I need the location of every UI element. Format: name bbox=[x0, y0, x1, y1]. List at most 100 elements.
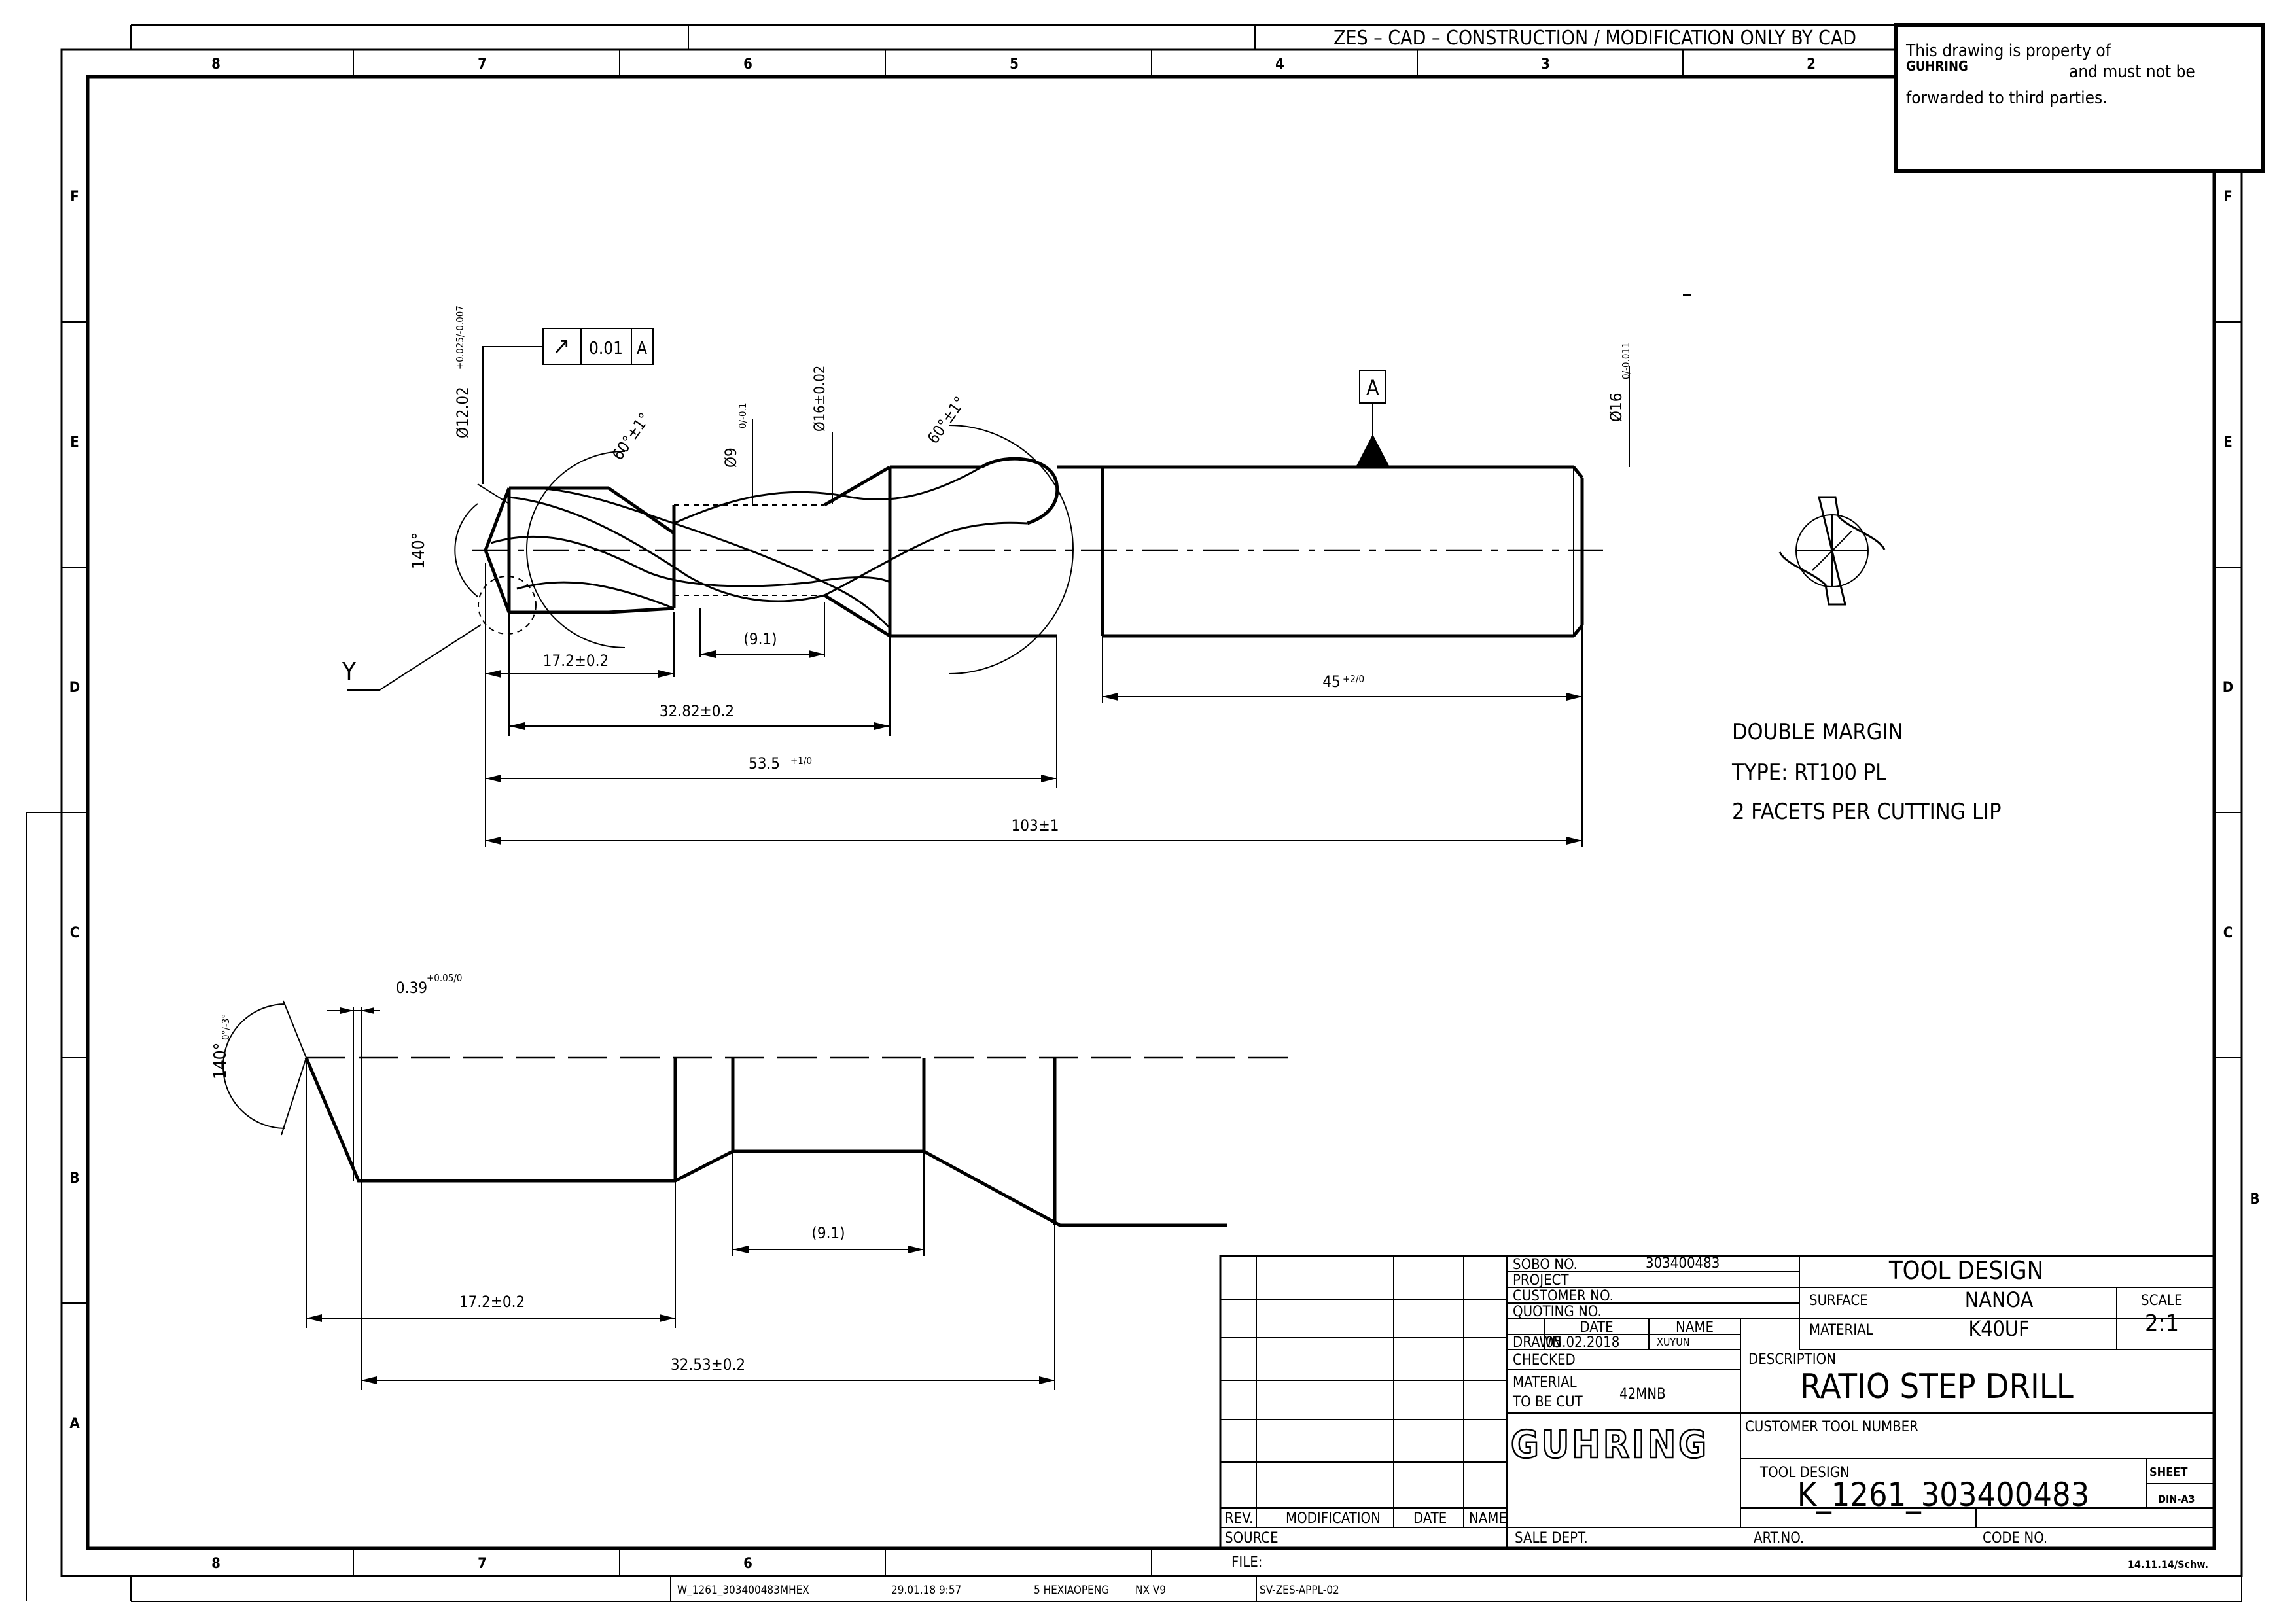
row-label-right-d: D bbox=[2223, 680, 2233, 696]
footer-template: SV-ZES-APPL-02 bbox=[1260, 1584, 1339, 1597]
dim-d9-tol: 0/-0.1 bbox=[737, 403, 749, 428]
row-label-right-e: E bbox=[2223, 434, 2233, 451]
material-value: K40UF bbox=[1968, 1316, 2029, 1341]
dim-45: 45 bbox=[1322, 672, 1340, 691]
datum-triangle bbox=[1356, 434, 1390, 467]
col-label-bottom-8: 8 bbox=[211, 1556, 221, 1572]
drawn-label: DRAWN bbox=[1513, 1335, 1562, 1351]
material-cut-value: 42MNB bbox=[1619, 1386, 1666, 1403]
angle-60-left: 60°±1° bbox=[609, 410, 654, 463]
quoting-no-label: QUOTING NO. bbox=[1513, 1304, 1602, 1320]
tool-design-title: TOOL DESIGN bbox=[1888, 1256, 2043, 1285]
cad-note: ZES – CAD – CONSTRUCTION / MODIFICATION … bbox=[1333, 27, 1856, 50]
row-label-d: D bbox=[69, 680, 80, 696]
name-header: NAME bbox=[1676, 1319, 1714, 1336]
dim-d16-step: Ø16±0.02 bbox=[812, 366, 828, 432]
runout-datum: A bbox=[637, 339, 647, 358]
customer-no-label: CUSTOMER NO. bbox=[1513, 1288, 1614, 1304]
row-label-right-b: B bbox=[2250, 1191, 2259, 1208]
col-label-6: 6 bbox=[743, 56, 752, 73]
dim-d16-shank-tol: 0/-0.011 bbox=[1620, 342, 1632, 379]
modification-label: MODIFICATION bbox=[1286, 1510, 1381, 1527]
property-line1: This drawing is property of bbox=[1905, 41, 2111, 61]
dim-53-5-tol: +1/0 bbox=[790, 755, 812, 767]
dim-103: 103±1 bbox=[1011, 816, 1059, 835]
scale-label: SCALE bbox=[2141, 1293, 2182, 1309]
notes: DOUBLE MARGIN TYPE: RT100 PL 2 FACETS PE… bbox=[1731, 719, 2002, 825]
drawn-date: 05.02.2018 bbox=[1545, 1335, 1619, 1351]
dim-45-tol: +2/0 bbox=[1343, 673, 1364, 685]
dim-d12: Ø12.02 bbox=[453, 387, 472, 438]
row-label-f: F bbox=[70, 189, 79, 205]
footer-software: NX V9 bbox=[1135, 1584, 1166, 1597]
file-label: FILE: bbox=[1231, 1554, 1262, 1571]
customer-tool-number-label: CUSTOMER TOOL NUMBER bbox=[1745, 1419, 1918, 1435]
dim-9-1: (9.1) bbox=[743, 630, 777, 648]
property-company: GUHRING bbox=[1906, 58, 1968, 74]
tool-design-value: K_1261_303400483 bbox=[1797, 1476, 2089, 1514]
detail-dim-039-tol: +0.05/0 bbox=[427, 972, 462, 984]
detail-dim-32-53: 32.53±0.2 bbox=[671, 1355, 745, 1374]
checked-label: CHECKED bbox=[1513, 1352, 1576, 1369]
material-cut-label2: TO BE CUT bbox=[1512, 1394, 1583, 1410]
footer-date-time: 29.01.18 9:57 bbox=[891, 1584, 961, 1597]
row-label-c: C bbox=[70, 925, 80, 941]
runout-symbol: ↗ bbox=[552, 333, 570, 360]
row-label-a: A bbox=[69, 1416, 80, 1432]
note-facets: 2 FACETS PER CUTTING LIP bbox=[1732, 799, 2002, 825]
drawing-frame bbox=[26, 24, 2243, 1602]
row-label-right-f: F bbox=[2223, 189, 2233, 205]
dim-d9: Ø9 bbox=[722, 447, 740, 468]
col-label-bottom-7: 7 bbox=[478, 1556, 487, 1572]
description-value: RATIO STEP DRILL bbox=[1800, 1367, 2074, 1406]
col-label-3: 3 bbox=[1541, 56, 1550, 73]
angle-140: 140° bbox=[409, 532, 429, 569]
surface-value: NANOA bbox=[1965, 1287, 2034, 1312]
detail-angle-140: 140° bbox=[211, 1043, 230, 1079]
dim-17-2: 17.2±0.2 bbox=[543, 652, 609, 670]
note-type: TYPE: RT100 PL bbox=[1731, 759, 1886, 786]
property-notice: This drawing is property of GUHRING and … bbox=[1894, 23, 2265, 173]
detail-dim-9-1: (9.1) bbox=[811, 1224, 845, 1242]
col-label-8: 8 bbox=[211, 56, 221, 73]
sheet-label: SHEET bbox=[2149, 1465, 2187, 1479]
dim-d12-tol: +0.025/-0.007 bbox=[454, 305, 466, 370]
row-label-e: E bbox=[70, 434, 79, 451]
sobo-label: SOBO NO. bbox=[1513, 1257, 1578, 1273]
footer-user: 5 HEXIAOPENG bbox=[1034, 1584, 1109, 1597]
col-label-bottom-6: 6 bbox=[743, 1556, 752, 1572]
scale-value: 2:1 bbox=[2145, 1310, 2179, 1337]
sale-dept-label: SALE DEPT. bbox=[1515, 1530, 1588, 1546]
dim-32-82: 32.82±0.2 bbox=[660, 702, 734, 720]
footer-bar: W_1261_303400483MHEX 29.01.18 9:57 5 HEX… bbox=[670, 1576, 1339, 1601]
sobo-value: 303400483 bbox=[1646, 1255, 1720, 1272]
col-label-4: 4 bbox=[1275, 56, 1284, 73]
col-label-2: 2 bbox=[1807, 56, 1816, 73]
date-header: DATE bbox=[1580, 1319, 1613, 1336]
row-label-b: B bbox=[69, 1170, 79, 1187]
col-label-7: 7 bbox=[478, 56, 487, 73]
dim-53-5: 53.5 bbox=[749, 754, 780, 773]
row-label-right-c: C bbox=[2223, 925, 2233, 941]
angle-60-right: 60°±1° bbox=[924, 393, 969, 447]
tool-design-label: TOOL DESIGN bbox=[1759, 1465, 1850, 1481]
description-label: DESCRIPTION bbox=[1748, 1352, 1836, 1368]
source-label: SOURCE bbox=[1225, 1530, 1279, 1546]
detail-y-label: Y bbox=[342, 657, 356, 686]
property-line2: and must not be bbox=[2069, 62, 2195, 82]
drill-end-view bbox=[1778, 496, 1886, 606]
datum-a-label: A bbox=[1366, 375, 1379, 400]
material-cut-label1: MATERIAL bbox=[1513, 1374, 1577, 1391]
property-line3: forwarded to third parties. bbox=[1906, 88, 2108, 108]
detail-dim-039: 0.39 bbox=[396, 979, 427, 997]
rev-name-label: NAME bbox=[1469, 1510, 1507, 1527]
rev-label: REV. bbox=[1225, 1510, 1253, 1527]
dim-d16-shank: Ø16 bbox=[1607, 393, 1625, 422]
drill-side-dimensions: ↗ 0.01 A A Ø12.02 +0.025/-0.007 Ø9 0/-0.… bbox=[342, 305, 1632, 847]
footer-file-name: W_1261_303400483MHEX bbox=[677, 1584, 809, 1597]
drawn-name: XUYUN bbox=[1657, 1336, 1690, 1348]
code-no-label: CODE NO. bbox=[1983, 1530, 2047, 1546]
detail-y-view: 140° 0°/-3° 0.39 +0.05/0 (9.1) 17.2±0.2 … bbox=[211, 972, 1296, 1390]
project-label: PROJECT bbox=[1513, 1272, 1569, 1289]
